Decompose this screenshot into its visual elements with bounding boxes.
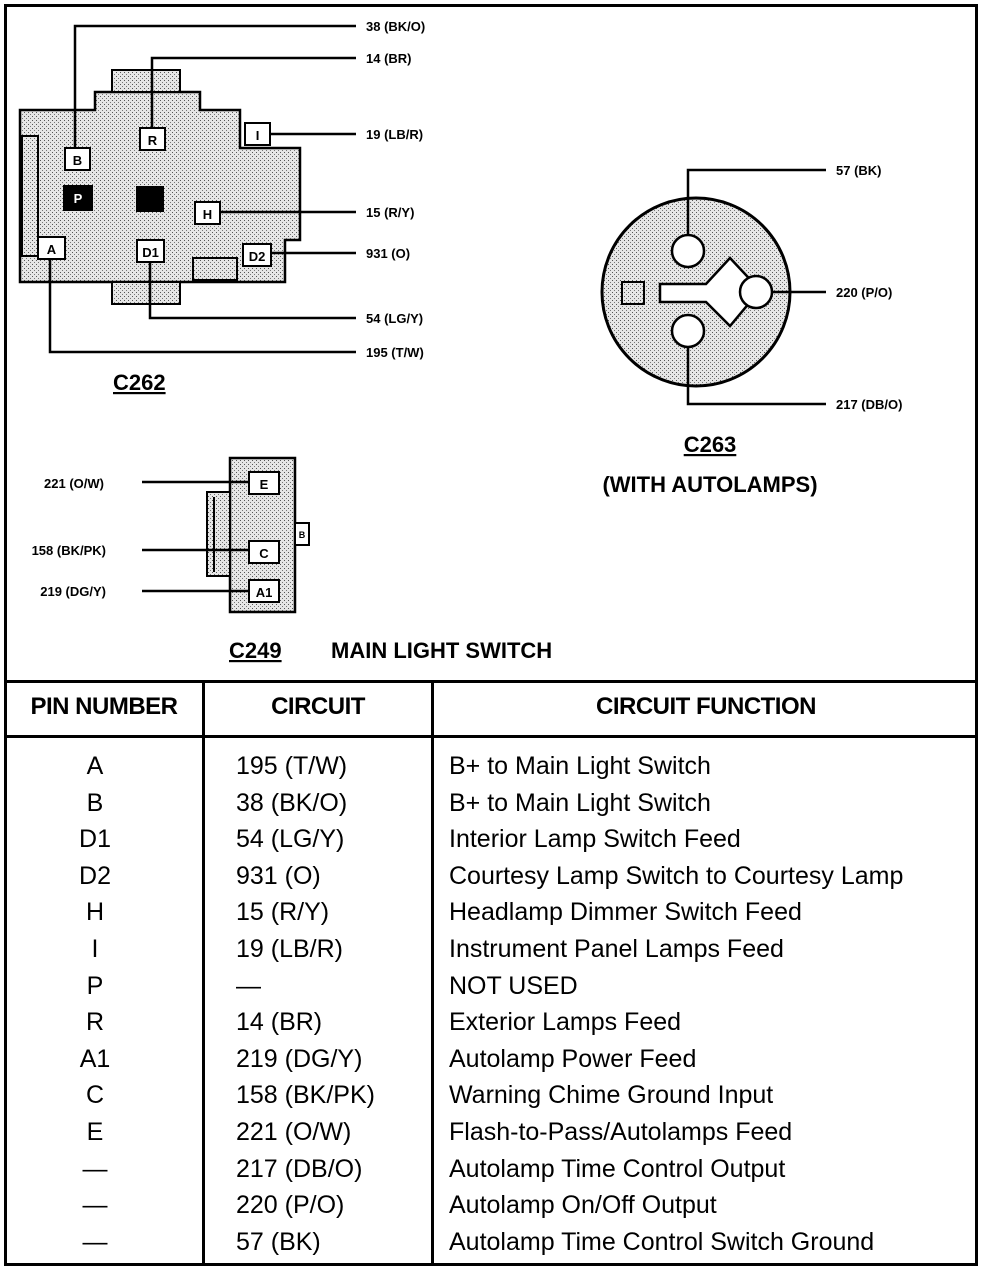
table-cell-circuit: 158 (BK/PK) (236, 1081, 375, 1110)
table-cell-pin: H (85, 898, 105, 927)
svg-text:R: R (148, 133, 158, 148)
table-cell-circuit: 221 (O/W) (236, 1117, 352, 1146)
table-cell-pin: D1 (79, 825, 111, 854)
c262-pin-a: A (37, 236, 66, 260)
svg-text:A: A (47, 242, 57, 257)
table-cell-pin: C (85, 1081, 105, 1110)
column-divider (202, 680, 205, 1266)
c249-pin-c: C (248, 540, 280, 564)
table-cell-circuit: 931 (O) (236, 861, 321, 890)
c249-pin-a1: A1 (248, 579, 280, 603)
table-cell-circuit: 38 (BK/O) (236, 788, 348, 817)
table-cell-pin: D2 (79, 861, 111, 890)
c249-title: C249 (229, 638, 282, 663)
c262-connector: B R I P H A D1 D2 38 (BK/O) 14 (BR) 19 (… (18, 19, 425, 395)
c262-title: C262 (113, 370, 166, 395)
wire-label-15: 15 (R/Y) (366, 205, 414, 220)
table-cell-pin: R (85, 1008, 105, 1037)
table-cell-pin: A1 (79, 1044, 111, 1073)
table-cell-pin: — (82, 1154, 108, 1183)
connector-diagrams: B R I P H A D1 D2 38 (BK/O) 14 (BR) 19 (… (18, 19, 902, 663)
table-cell-pin: — (82, 1227, 108, 1256)
header-circuit-function: CIRCUIT FUNCTION (596, 693, 816, 720)
pin-column: AB D1D2HIPR A1CE — — — (20, 748, 170, 1260)
c263-connector: 57 (BK) 220 (P/O) 217 (DB/O) C263 (WITH … (600, 163, 902, 497)
wire-label-14: 14 (BR) (366, 51, 412, 66)
header-pin-number: PIN NUMBER (30, 693, 178, 720)
svg-text:B: B (299, 530, 306, 540)
table-cell-function: Warning Chime Ground Input (449, 1081, 774, 1110)
c262-pin-p: P (63, 185, 93, 211)
svg-text:C: C (259, 546, 269, 561)
table-cell-pin: A (86, 752, 104, 780)
svg-text:D2: D2 (249, 249, 266, 264)
c249-connector: B E C A1 221 (O/W) 158 (BK/PK) 219 (DG/Y… (32, 456, 552, 663)
c249-subtitle: MAIN LIGHT SWITCH (331, 638, 552, 663)
function-column: B+ to Main Light Switch B+ to Main Light … (449, 748, 974, 1260)
table-cell-circuit: 15 (R/Y) (236, 898, 330, 927)
wire-label-158: 158 (BK/PK) (32, 543, 106, 558)
table-cell-pin: E (86, 1117, 104, 1146)
table-cell-circuit: 19 (LB/R) (236, 934, 343, 963)
table-cell-function: Autolamp Power Feed (449, 1044, 697, 1073)
wire-label-38: 38 (BK/O) (366, 19, 425, 34)
c262-pin-r: R (139, 127, 166, 151)
table-cell-function: Headlamp Dimmer Switch Feed (449, 898, 802, 927)
wire-label-221: 221 (O/W) (44, 476, 104, 491)
table-cell-pin: I (91, 934, 99, 963)
svg-text:E: E (260, 477, 269, 492)
table-cell-circuit: 219 (DG/Y) (236, 1044, 363, 1073)
circuit-column: 195 (T/W) 38 (BK/O) 54 (LG/Y) 931 (O) 15 (R/… (236, 748, 426, 1260)
table-cell-circuit: 57 (BK) (236, 1227, 321, 1256)
c249-pin-b: B (294, 522, 310, 546)
c262-pin-i: I (244, 122, 271, 146)
c262-pin-h: H (194, 201, 221, 225)
c262-pin-d1: D1 (136, 239, 165, 263)
table-cell-pin: B (86, 788, 104, 817)
table-cell-pin: P (86, 971, 104, 1000)
svg-text:A1: A1 (256, 585, 273, 600)
table-cell-function: Autolamp On/Off Output (449, 1191, 717, 1220)
wire-label-57: 57 (BK) (836, 163, 882, 178)
wire-label-217: 217 (DB/O) (836, 397, 902, 412)
c263-subtitle: (WITH AUTOLAMPS) (602, 472, 817, 497)
svg-text:H: H (203, 207, 212, 222)
table-cell-function: Instrument Panel Lamps Feed (449, 934, 784, 963)
table-cell-circuit: 14 (BR) (236, 1008, 323, 1037)
c262-pin-d2: D2 (242, 243, 272, 267)
table-cell-function: Courtesy Lamp Switch to Courtesy Lamp (449, 861, 904, 890)
table-cell-circuit: 54 (LG/Y) (236, 825, 345, 854)
c262-pin-blank (136, 186, 164, 212)
table-cell-function: Interior Lamp Switch Feed (449, 825, 741, 854)
table-cell-function: B+ to Main Light Switch (449, 752, 711, 780)
c262-pin-b: B (64, 147, 91, 171)
c249-pin-e: E (248, 471, 280, 495)
svg-text:I: I (256, 128, 260, 143)
svg-text:P: P (74, 191, 83, 206)
table-cell-function: B+ to Main Light Switch (449, 788, 711, 817)
wire-label-19: 19 (LB/R) (366, 127, 423, 142)
table-header-row (4, 680, 978, 738)
table-cell-function: Autolamp Time Control Output (449, 1154, 786, 1183)
wire-label-219: 219 (DG/Y) (40, 584, 106, 599)
table-cell-function: NOT USED (449, 971, 578, 1000)
diagram-frame (4, 4, 978, 1266)
table-cell-function: Autolamp Time Control Switch Ground (449, 1227, 875, 1256)
wire-label-220: 220 (P/O) (836, 285, 892, 300)
wire-label-931: 931 (O) (366, 246, 410, 261)
wire-label-195: 195 (T/W) (366, 345, 424, 360)
header-circuit: CIRCUIT (271, 693, 365, 720)
wire-label-54: 54 (LG/Y) (366, 311, 423, 326)
svg-text:B: B (73, 153, 82, 168)
table-cell-circuit: 220 (P/O) (236, 1191, 345, 1220)
table-cell-function: Exterior Lamps Feed (449, 1008, 682, 1037)
c263-title: C263 (684, 432, 737, 457)
table-cell-pin: — (82, 1191, 108, 1220)
column-divider (431, 680, 434, 1266)
table-cell-circuit: 217 (DB/O) (236, 1154, 363, 1183)
table-cell-function: Flash-to-Pass/Autolamps Feed (449, 1117, 793, 1146)
table-cell-circuit: 195 (T/W) (236, 752, 348, 780)
table-cell-circuit: — (236, 971, 261, 1000)
svg-text:D1: D1 (142, 245, 159, 260)
